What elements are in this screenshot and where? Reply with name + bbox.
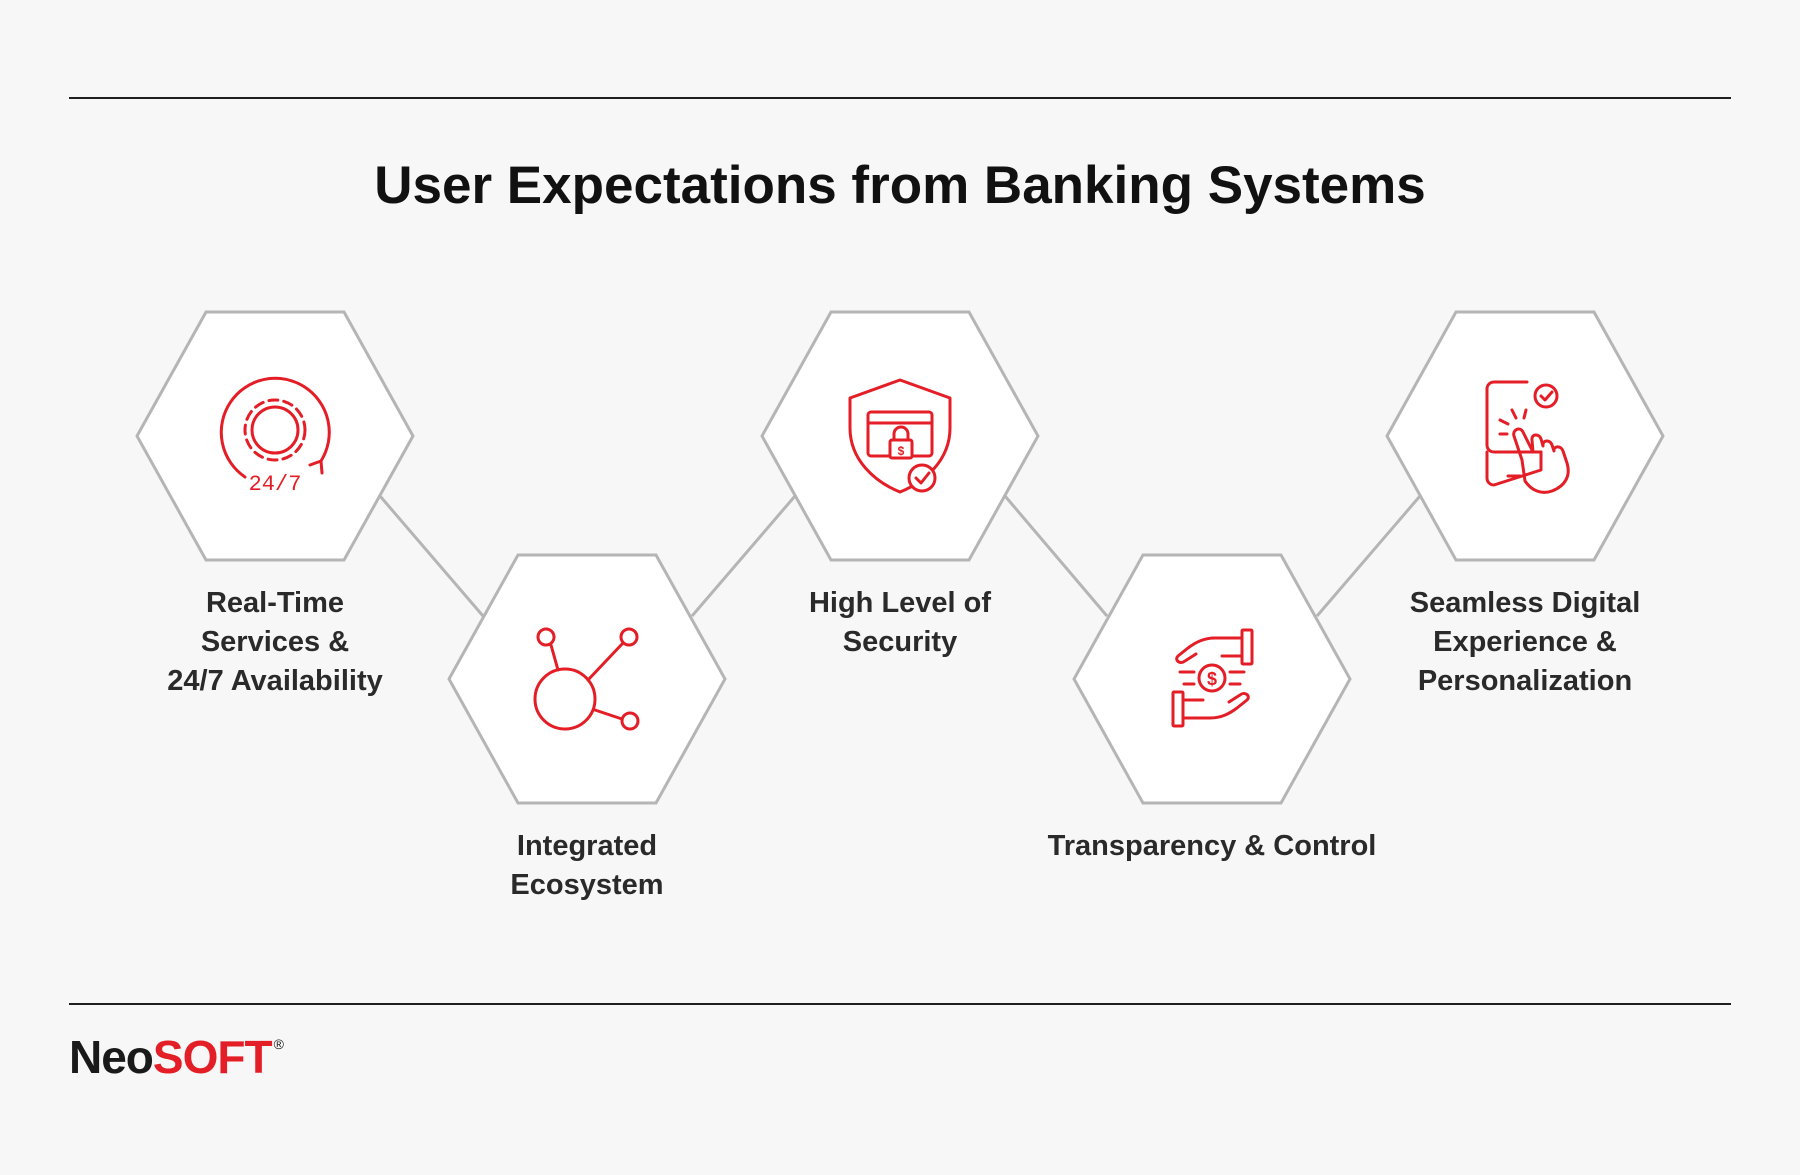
step-label-digital: Seamless Digital Experience & Personaliz… xyxy=(1409,587,1641,697)
hexagon-transparency xyxy=(1072,553,1352,805)
connectors xyxy=(378,495,1422,617)
step-label-security: High Level of Security xyxy=(808,587,992,658)
connector-2-3 xyxy=(690,495,797,617)
phone-tap-icon xyxy=(1485,380,1570,494)
network-nodes-icon xyxy=(533,627,640,731)
bottom-divider xyxy=(69,1003,1731,1005)
hands-money-icon: $ xyxy=(1171,628,1254,728)
shield-card-lock-icon: $ xyxy=(848,378,952,494)
hexagon-realtime xyxy=(135,310,415,562)
dollar-sign-text: $ xyxy=(1207,669,1217,689)
gear-24-7-icon: 24/7 xyxy=(219,376,331,497)
step-label-realtime: Real-Time Services & 24/7 Availability xyxy=(167,587,383,697)
step-label-integrated: Integrated Ecosystem xyxy=(510,830,664,901)
hexagon-security xyxy=(760,310,1040,562)
connector-1-2 xyxy=(378,495,485,617)
dollar-sign-text: $ xyxy=(898,444,905,458)
page-title: User Expectations from Banking Systems xyxy=(374,156,1426,215)
top-divider xyxy=(69,97,1731,99)
step-label-transparency: Transparency & Control xyxy=(1047,830,1377,862)
connector-3-4 xyxy=(1003,495,1109,617)
connector-4-5 xyxy=(1315,495,1422,617)
availability-text: 24/7 xyxy=(249,472,302,497)
neosoft-logo: NeoSOFT® xyxy=(69,1031,284,1083)
